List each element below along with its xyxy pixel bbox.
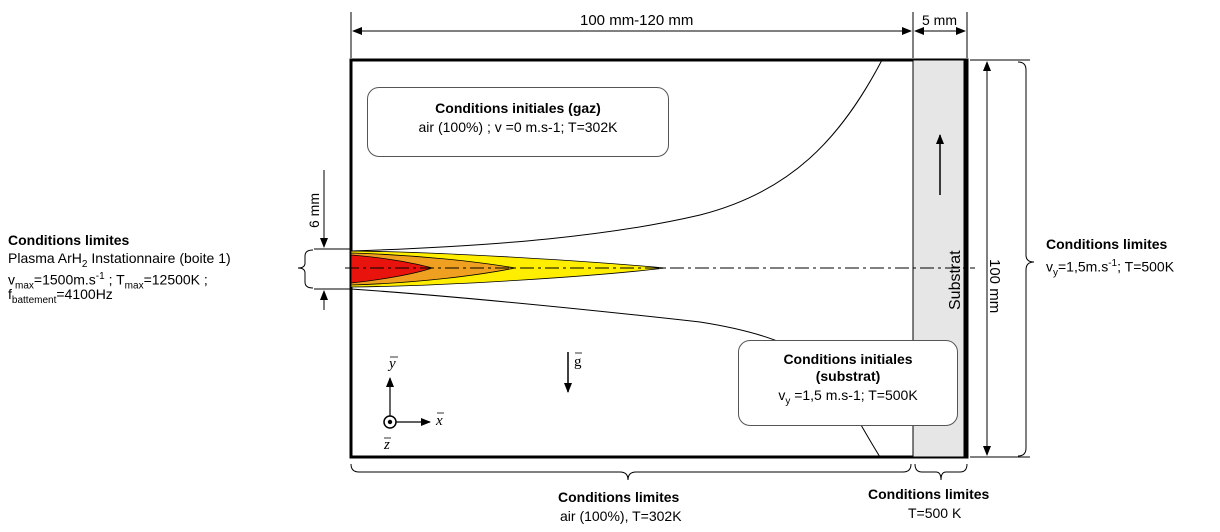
gravity-label: g — [574, 354, 582, 370]
gas-initial-conditions-box: Conditions initiales (gaz) air (100%) ; … — [367, 87, 669, 157]
substrate-initial-conditions-box: Conditions initiales (substrat) vy =1,5 … — [738, 340, 958, 426]
right-bc-v-sym: v — [1046, 258, 1053, 275]
left-bc-vmax-tmax: vmax=1500m.s-1 ; Tmax=12500K ; — [8, 268, 208, 294]
bottom-left-bc-title: Conditions limites — [558, 489, 680, 505]
right-bc-v-val: =1,5m.s — [1058, 258, 1109, 275]
x-axis-label: x — [436, 413, 443, 429]
vmax-sym: v — [8, 271, 15, 288]
left-bracket — [297, 249, 314, 289]
vmax-sep: ; — [104, 271, 117, 288]
bottom-right-bc-line: T=500 K — [908, 505, 962, 521]
vmax-val: =1500m.s — [33, 271, 96, 288]
substrate-box-line: vy =1,5 m.s-1; T=500K — [739, 387, 957, 410]
vmax-sup: -1 — [95, 271, 105, 282]
substrate-label: Substrat — [947, 250, 964, 310]
left-bc-plasma-prefix: Plasma ArH — [8, 250, 82, 266]
right-bc-t-val: ; T=500K — [1117, 258, 1175, 275]
left-bc-plasma: Plasma ArH2 Instationnaire (boite 1) — [8, 250, 231, 273]
left-bc-frequency: fbattement=4100Hz — [8, 286, 113, 309]
substrate-box-v-rest: =1,5 m.s-1; T=500K — [790, 387, 918, 403]
tmax-sym: T — [116, 271, 125, 288]
left-bc-title: Conditions limites — [8, 232, 130, 248]
substrate-box-v-sub: y — [785, 395, 791, 407]
bottom-bracket-right — [914, 463, 968, 481]
right-bc-v-sup: -1 — [1108, 258, 1118, 269]
vmax-sub: max — [15, 280, 34, 292]
z-axis-label: z — [384, 437, 390, 453]
top-dim-label: 100 mm-120 mm — [580, 12, 694, 29]
bottom-right-bc-title: Conditions limites — [868, 486, 990, 502]
tmax-sub: max — [124, 280, 144, 292]
y-axis-label: y — [389, 356, 396, 372]
plume-upper-curve — [350, 59, 883, 252]
substrate-box-title1: Conditions initiales — [783, 351, 913, 367]
right-bc-title: Conditions limites — [1046, 236, 1168, 252]
top-substrate-dim-label: 5 mm — [922, 12, 957, 28]
f-sub: battement — [11, 294, 57, 306]
right-dim-label: 100 mm — [986, 259, 1003, 314]
gas-box-title: Conditions initiales (gaz) — [435, 100, 601, 116]
bottom-left-bc-line: air (100%), T=302K — [560, 508, 682, 524]
tmax-val: =12500K ; — [143, 271, 208, 288]
f-val: =4100Hz — [56, 286, 113, 302]
left-bc-plasma-suffix: Instationnaire (boite 1) — [87, 250, 231, 266]
left-bc-plasma-sub: 2 — [81, 258, 88, 270]
substrate-box-title2: (substrat) — [815, 368, 881, 384]
right-bc-values: vy=1,5m.s-1; T=500K — [1046, 255, 1174, 281]
z-axis-dot — [387, 419, 393, 425]
gas-box-line: air (100%) ; v =0 m.s-1; T=302K — [418, 119, 618, 135]
f-sym: f — [8, 286, 12, 302]
substrate-box-v-sym: v — [778, 387, 786, 403]
right-bc-v-sub: y — [1053, 267, 1058, 279]
bottom-bracket-left — [350, 463, 912, 481]
inlet-dim-label: 6 mm — [306, 193, 322, 228]
right-bracket — [1017, 61, 1035, 457]
